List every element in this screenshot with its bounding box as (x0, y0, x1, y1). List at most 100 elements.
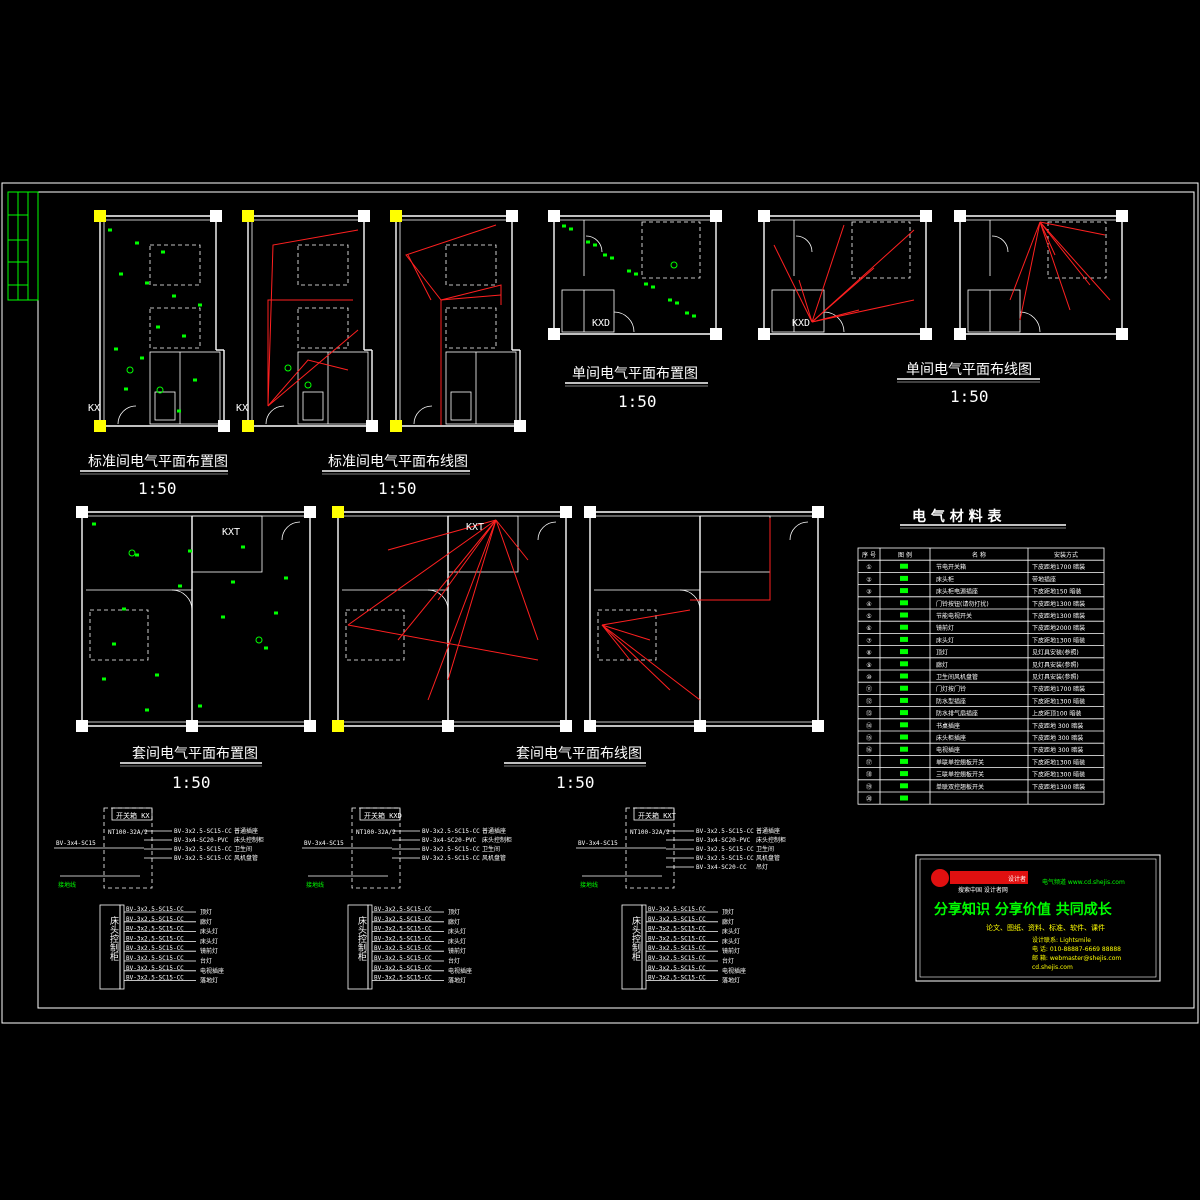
circuit-wire: BV-3x2.5-SC15-CC (696, 828, 754, 835)
incoming-label: BV-3x4-SC15 (578, 840, 618, 847)
suite-wiring-title: 套间电气平面布线图 (516, 746, 642, 762)
legend-symbol-icon (900, 783, 908, 789)
circuit-use: 吊灯 (756, 863, 768, 871)
device-symbol (610, 256, 614, 260)
legend-symbol-icon (900, 771, 908, 777)
device-symbol (627, 269, 631, 273)
circuit-use: 卫生间 (482, 845, 500, 853)
legend-symbol-icon (900, 624, 908, 630)
wiring-run (811, 267, 875, 323)
table-row-install: 下皮距地1300 暗装 (1032, 758, 1085, 766)
legend-symbol-icon (900, 673, 908, 679)
device-symbol (692, 314, 696, 318)
wiring-run (1039, 221, 1071, 311)
cabinet-wire: BV-3x2.5-SC15-CC (374, 965, 432, 972)
table-row-name: 床头柜电源插座 (936, 588, 978, 596)
caption-suite-layout: 套间电气平面布置图 1:50 (120, 746, 262, 792)
wiring-run (397, 519, 497, 641)
device-symbol (119, 272, 123, 276)
suite-layout-title: 套间电气平面布置图 (132, 746, 258, 762)
table-row-install: 下皮距地 300 暗装 (1032, 746, 1083, 754)
cabinet-wire: BV-3x2.5-SC15-CC (648, 926, 706, 933)
cabinet-use: 镜前灯 (722, 947, 740, 955)
column (1116, 328, 1128, 340)
column (584, 506, 596, 518)
circuit-use: 卫生间 (234, 845, 252, 853)
wiring-run (601, 624, 671, 691)
cabinet-wire: BV-3x2.5-SC15-CC (648, 916, 706, 923)
column (332, 720, 344, 732)
column (76, 506, 88, 518)
legend-symbol-icon (900, 697, 908, 703)
bathroom-outline (191, 515, 263, 573)
single-layout-scale: 1:50 (618, 392, 657, 411)
std-plan-1: KX (88, 210, 230, 432)
breaker-label: NT100-32A/2 (630, 829, 670, 836)
table-row-number: ③ (866, 589, 871, 596)
table-row-name: 单联双控翘板开关 (936, 783, 984, 791)
circuit-wire: BV-3x2.5-SC15-CC (174, 828, 232, 835)
table-row-name: 书桌插座 (936, 722, 960, 730)
column (758, 210, 770, 222)
device-symbol (155, 673, 159, 677)
legend-symbol-icon (900, 758, 908, 764)
suite-wiring-scale: 1:50 (556, 773, 595, 792)
column (920, 210, 932, 222)
circuit-use: 床头控制柜 (234, 836, 264, 844)
table-header: 名 称 (972, 551, 986, 559)
circuit-use: 风机盘管 (756, 854, 780, 862)
room-tag-kxt-wiring: KXT (466, 522, 484, 533)
column (710, 210, 722, 222)
table-row-name: 电视插座 (936, 746, 960, 754)
wiring-run (601, 609, 691, 626)
column (548, 210, 560, 222)
legend-symbol-icon (900, 710, 908, 716)
legend-symbol-icon (900, 649, 908, 655)
left-title-strip (7, 191, 39, 301)
wiring-run (1009, 221, 1041, 301)
device-symbol (108, 228, 112, 232)
door-swing (795, 235, 813, 253)
door-swing (789, 521, 809, 541)
device-symbol (172, 294, 176, 298)
cabinet-use: 台灯 (448, 957, 460, 965)
door-swing (537, 521, 557, 541)
column (76, 720, 88, 732)
device-symbol (274, 611, 278, 615)
table-row-name: 防水排气扇插座 (936, 710, 978, 718)
bathroom-outline (447, 515, 519, 573)
device-symbol (644, 282, 648, 286)
breaker-label: NT100-32A/2 (108, 829, 148, 836)
device-symbol (188, 549, 192, 553)
table-row-name: 卫生间风机盘管 (936, 673, 978, 681)
ceiling-light-symbol (128, 549, 136, 557)
column (304, 720, 316, 732)
cabinet-bus (641, 904, 647, 990)
legend-symbol-icon (900, 661, 908, 667)
cabinet-wire: BV-3x2.5-SC15-CC (374, 945, 432, 952)
cabinet-use: 廊灯 (448, 918, 460, 926)
ceiling-light-symbol (255, 636, 263, 644)
table-row-number: ⑯ (866, 746, 872, 754)
circuit-wire: BV-3x4-SC20-PVC (696, 837, 751, 844)
circuit-wire: BV-3x2.5-SC15-CC (696, 855, 754, 862)
single-plan-3 (954, 210, 1128, 340)
column (304, 506, 316, 518)
legend-symbol-icon (900, 734, 908, 740)
device-symbol (651, 285, 655, 289)
table-row-number: ⑧ (866, 650, 871, 657)
circuit-wire: BV-3x2.5-SC15-CC (422, 855, 480, 862)
table-row-number: ⑮ (866, 734, 872, 742)
table-row-name: 床头柜 (936, 575, 954, 583)
table-row-number: ⑪ (866, 685, 872, 693)
device-symbol (241, 545, 245, 549)
legend-symbol-icon (900, 636, 908, 642)
suite-plan-2: KXT (332, 506, 572, 732)
table-row-install: 下皮距地1300 暗装 (1032, 771, 1085, 779)
suite-layout-scale: 1:50 (172, 773, 211, 792)
legend-symbol-icon (900, 746, 908, 752)
materials-title: 电 气 材 料 表 (912, 508, 1002, 525)
table-row-install: 见灯具安装(参照) (1032, 673, 1079, 681)
